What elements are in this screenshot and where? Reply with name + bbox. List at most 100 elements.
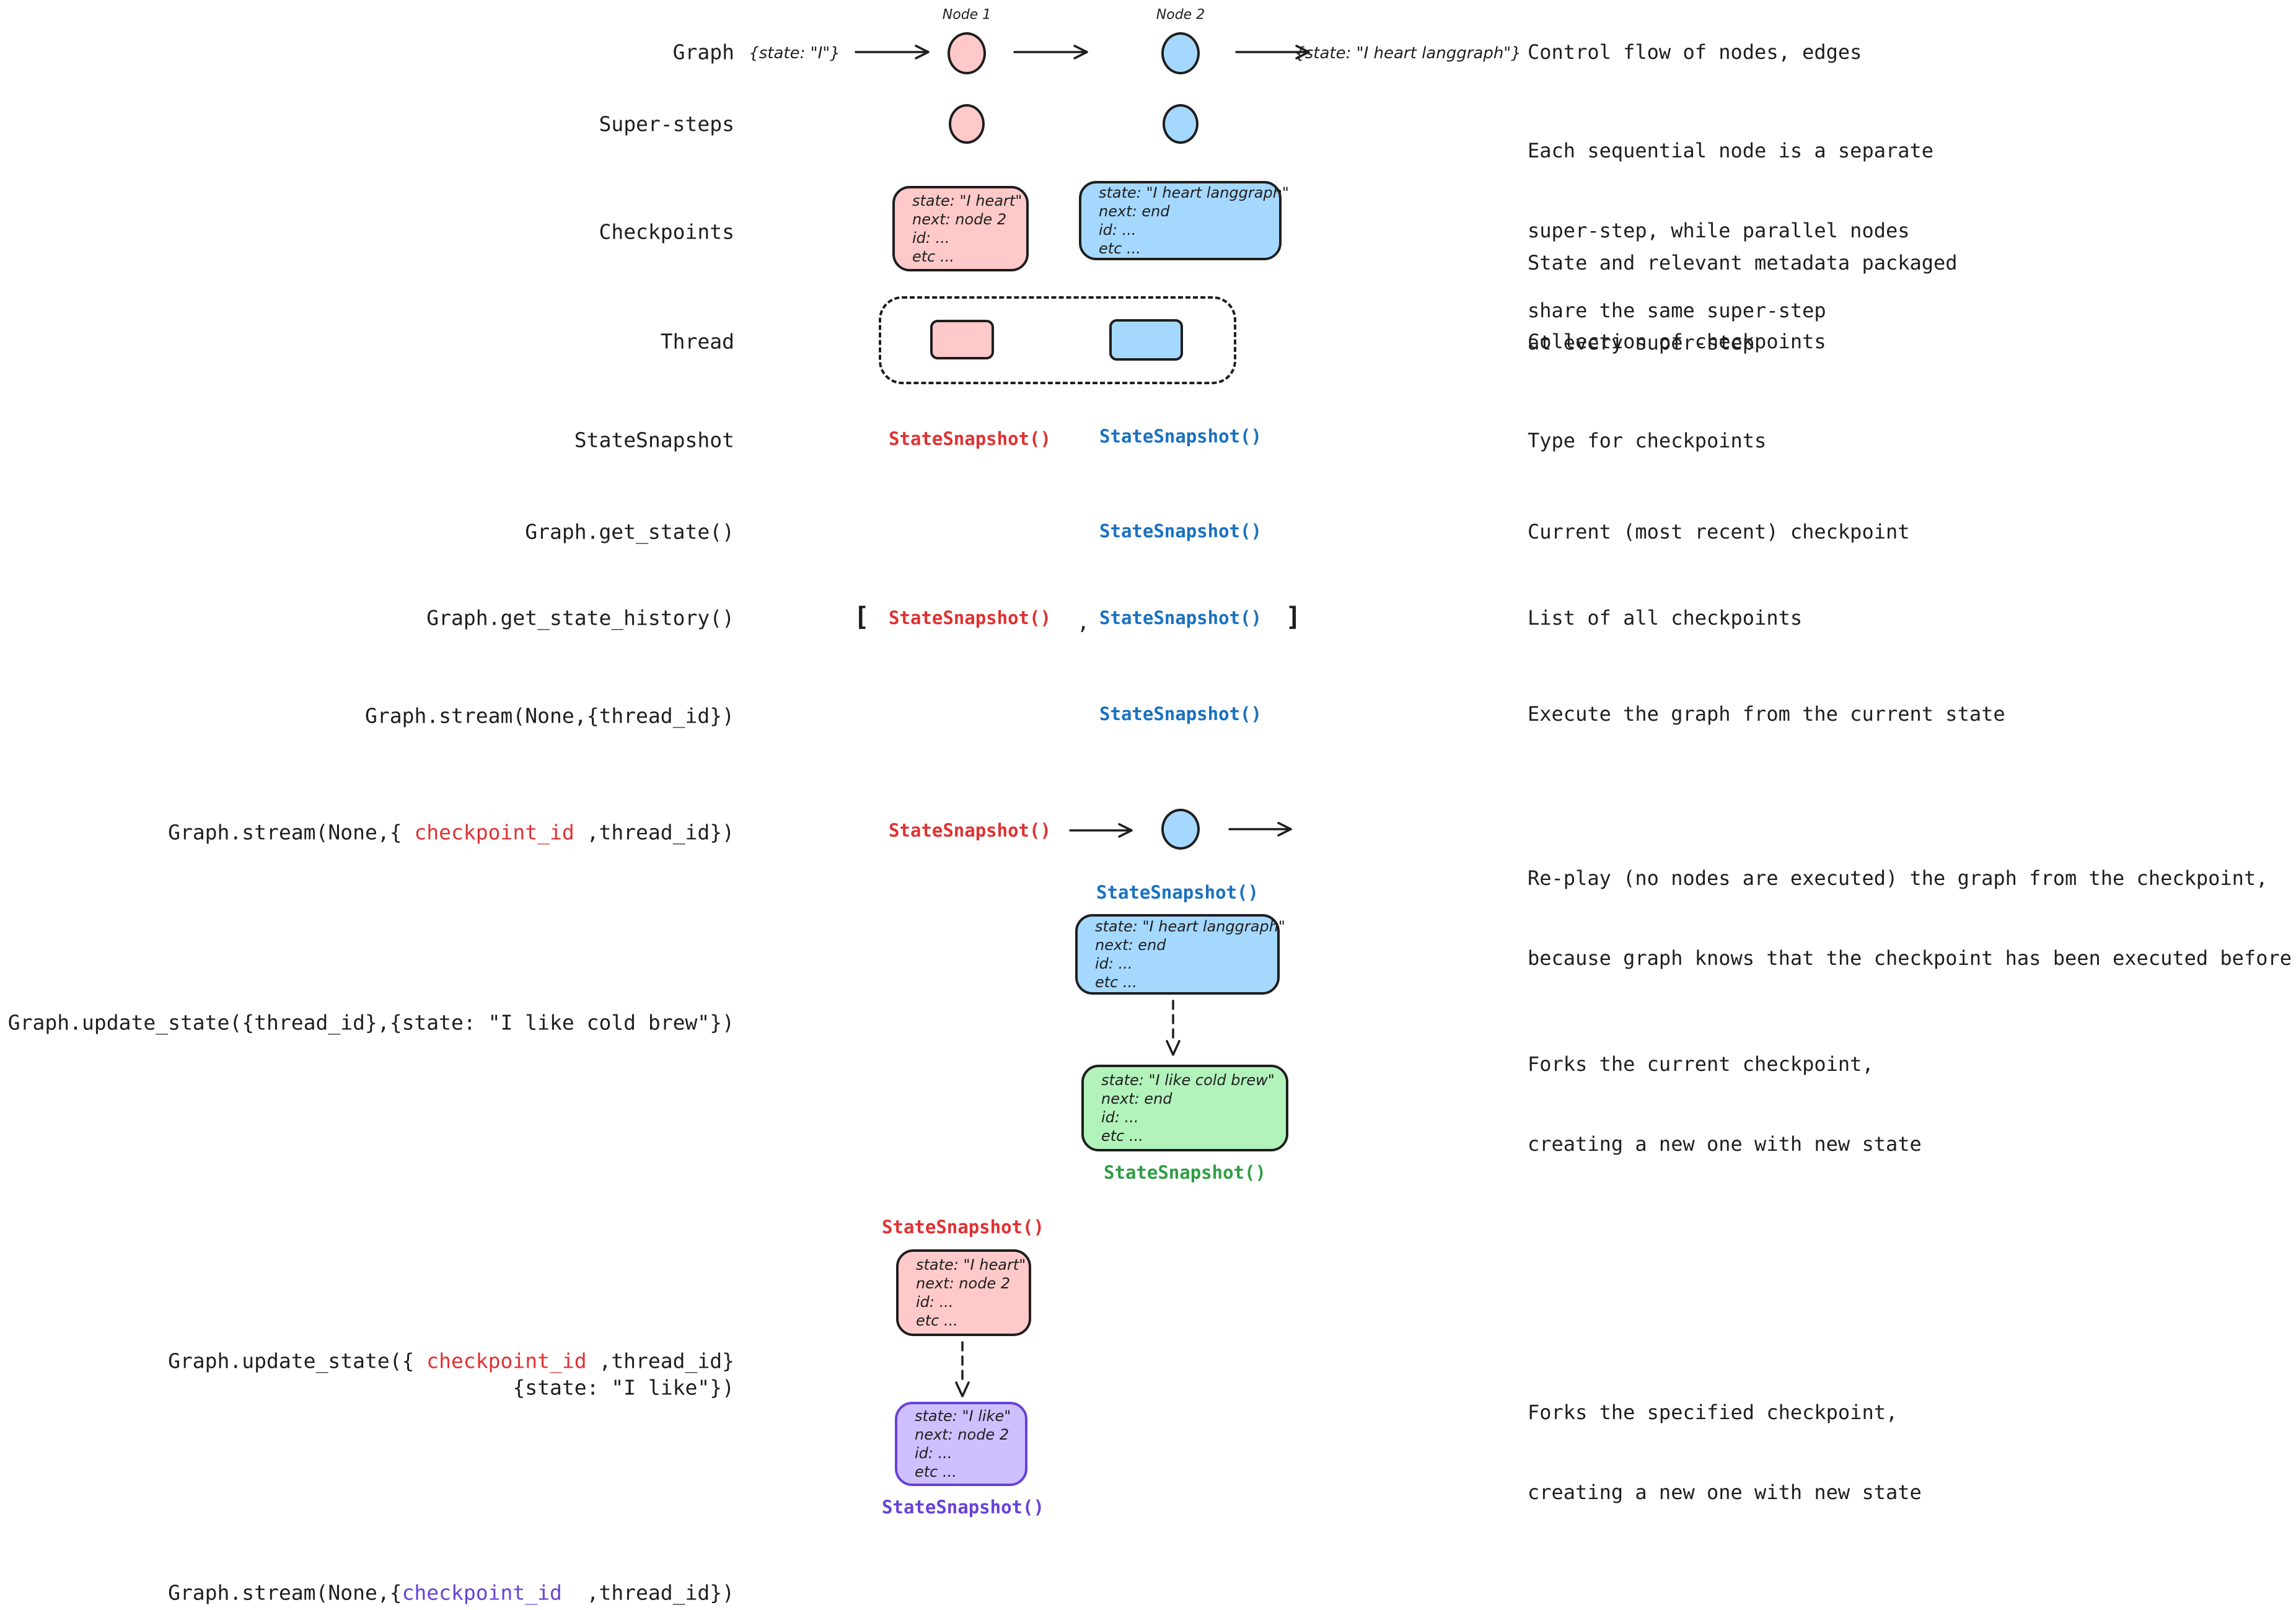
statesnapshot-red: StateSnapshot() [889, 820, 1051, 841]
card-line: next: end [1099, 203, 1170, 220]
row-label-update-state-checkpoint-line1: Graph.update_state({ checkpoint_id ,thre… [119, 1325, 734, 1397]
card-line: id: ... [1099, 221, 1137, 239]
card-line: etc ... [916, 1312, 958, 1329]
statesnapshot-blue: StateSnapshot() [1099, 426, 1262, 447]
row-label-stream-thread: Graph.stream(None,{thread_id}) [364, 703, 734, 728]
checkpoint-card-blue: state: "I heart langgraph" next: end id:… [1079, 181, 1289, 260]
card-line: state: "I like cold brew" [1101, 1071, 1275, 1089]
card-line: next: end [1095, 936, 1166, 954]
description-line: Forks the specified checkpoint, [1528, 1401, 1898, 1424]
description-line: creating a new one with new state [1528, 1132, 1922, 1156]
node1-label: Node 1 [942, 7, 992, 23]
statesnapshot-red: StateSnapshot() [889, 428, 1051, 449]
description-checkpoints: State and relevant metadata packaged at … [1528, 196, 1958, 410]
row-label-stream-forked: Graph.stream(None,{checkpoint_id ,thread… [119, 1557, 734, 1610]
card-line: next: node 2 [916, 1275, 1011, 1292]
node1-circle [948, 32, 986, 74]
checkpoint-card-blue: state: "I heart langgraph" next: end id:… [1075, 914, 1285, 995]
description-line: Re-play (no nodes are executed) the grap… [1528, 866, 2268, 890]
description-line: State and relevant metadata packaged [1528, 251, 1958, 275]
label-part: Graph.update_state({ [168, 1348, 427, 1373]
description-line: Forks the current checkpoint, [1528, 1052, 1874, 1076]
description-line: share the same super-step [1528, 299, 1826, 322]
checkpoint-card-purple: state: "I like" next: node 2 id: ... etc… [895, 1402, 1027, 1486]
card-line: next: node 2 [915, 1426, 1009, 1443]
statesnapshot-blue: StateSnapshot() [1099, 521, 1262, 542]
arrow-right-icon [855, 45, 930, 59]
replay-node-circle [1161, 809, 1200, 850]
checkpoint-id-highlight: checkpoint_id [402, 1580, 562, 1605]
arrow-right-icon [1235, 45, 1310, 59]
label-part: ,thread_id}) [574, 820, 734, 845]
card-line: id: ... [912, 229, 950, 247]
label-part: Graph.stream(None,{ [168, 1580, 402, 1605]
description-thread: Collection of checkpoints [1528, 330, 1826, 353]
checkpoint-card-green: state: "I like cold brew" next: end id: … [1081, 1065, 1288, 1151]
description-stream-thread: Execute the graph from the current state [1528, 702, 2005, 726]
row-label-checkpoints: Checkpoints [599, 219, 734, 244]
label-part: Graph.stream(None,{ [168, 820, 415, 845]
super-step-node1-circle [949, 104, 985, 144]
description-stream-checkpoint: Re-play (no nodes are executed) the grap… [1528, 812, 2292, 1025]
row-label-get-state: Graph.get_state() [525, 519, 734, 544]
checkpoint-card-pink: state: "I heart" next: node 2 id: ... et… [896, 1249, 1031, 1336]
checkpoint-id-highlight: checkpoint_id [426, 1348, 587, 1373]
arrow-down-dashed-icon [955, 1341, 970, 1397]
arrow-right-icon [1069, 823, 1133, 838]
card-line: id: ... [915, 1445, 952, 1462]
row-label-thread: Thread [660, 329, 734, 354]
arrow-down-dashed-icon [1166, 1000, 1181, 1056]
node2-circle [1161, 32, 1200, 74]
label-part: ,thread_id} [586, 1348, 734, 1373]
thread-checkpoint-blue [1109, 319, 1183, 361]
close-bracket: ] [1285, 601, 1301, 632]
statesnapshot-purple: StateSnapshot() [882, 1497, 1044, 1518]
statesnapshot-green: StateSnapshot() [1104, 1162, 1266, 1183]
card-line: etc ... [1101, 1127, 1143, 1145]
card-line: etc ... [915, 1463, 957, 1480]
card-line: next: end [1101, 1090, 1172, 1107]
graph-output-state: {state: "I heart langgraph"} [1295, 44, 1521, 63]
description-line: super-step, while parallel nodes [1528, 219, 1910, 242]
card-line: state: "I heart langgraph" [1095, 918, 1285, 935]
checkpoint-id-highlight: checkpoint_id [414, 820, 574, 845]
description-get-state-history: List of all checkpoints [1528, 606, 1803, 630]
graph-input-state: {state: "I"} [749, 44, 840, 63]
arrow-right-icon [1228, 822, 1292, 837]
thread-dashed-box [879, 296, 1236, 384]
row-label-graph: Graph [672, 40, 734, 64]
statesnapshot-blue: StateSnapshot() [1096, 882, 1259, 903]
card-line: id: ... [1095, 955, 1133, 972]
description-statesnapshot: Type for checkpoints [1528, 429, 1767, 452]
description-get-state: Current (most recent) checkpoint [1528, 520, 1910, 543]
node2-label: Node 2 [1156, 7, 1205, 23]
open-bracket: [ [853, 601, 869, 632]
statesnapshot-blue: StateSnapshot() [1099, 607, 1262, 628]
card-line: state: "I like" [915, 1407, 1011, 1425]
description-line: Each sequential node is a separate [1528, 139, 1934, 162]
label-part: ,thread_id}) [561, 1580, 734, 1605]
comma-separator: , [1076, 610, 1090, 635]
description-stream-forked: Re-invoke the graph from the forked chec… [1528, 1558, 2137, 1610]
description-fork-current: Forks the current checkpoint, creating a… [1528, 998, 1922, 1211]
row-label-get-state-history: Graph.get_state_history() [426, 605, 734, 630]
thread-checkpoint-pink [930, 320, 994, 359]
description-line: creating a new one with new state [1528, 1480, 1922, 1504]
description-line: because graph knows that the checkpoint … [1528, 946, 2292, 970]
card-line: id: ... [916, 1293, 954, 1311]
row-label-stream-checkpoint: Graph.stream(None,{ checkpoint_id ,threa… [119, 796, 734, 869]
description-graph: Control flow of nodes, edges [1528, 40, 1862, 64]
description-line: at every super-step [1528, 331, 1755, 354]
card-line: etc ... [1095, 974, 1137, 991]
card-line: id: ... [1101, 1109, 1139, 1126]
statesnapshot-red: StateSnapshot() [889, 607, 1051, 628]
card-line: etc ... [1099, 240, 1141, 257]
card-line: state: "I heart" [916, 1256, 1026, 1273]
row-label-super-steps: Super-steps [599, 112, 734, 136]
arrow-right-icon [1013, 45, 1088, 59]
statesnapshot-red: StateSnapshot() [882, 1216, 1044, 1238]
card-line: state: "I heart langgraph" [1099, 184, 1289, 201]
card-line: next: node 2 [912, 211, 1007, 228]
checkpoint-card-pink: state: "I heart" next: node 2 id: ... et… [892, 186, 1029, 271]
super-step-node2-circle [1163, 104, 1199, 144]
